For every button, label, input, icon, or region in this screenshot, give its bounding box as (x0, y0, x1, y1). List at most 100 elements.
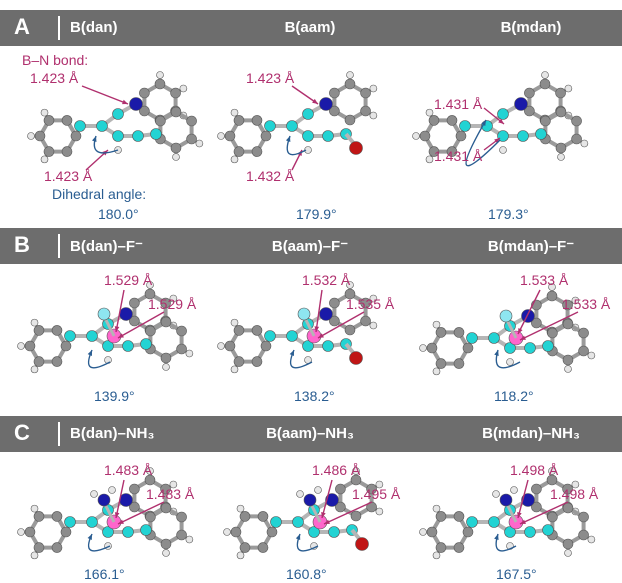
carbon-atom (176, 325, 187, 337)
hydrogen-atom (369, 321, 378, 330)
b1-bond2: 1.529 Å (148, 296, 197, 312)
hydrogen-atom (185, 349, 194, 358)
a3-bond2: 1.431 Å (434, 148, 483, 164)
hydrogen-atom (510, 486, 518, 494)
arrow-head (314, 326, 320, 332)
highlighted-carbon (112, 108, 124, 120)
pointer-arrow (315, 289, 323, 333)
arrow-head (520, 335, 526, 340)
carbon-atom (233, 356, 245, 367)
carbon-atom (366, 483, 377, 495)
hydrogen-atom (146, 281, 154, 289)
carbon-atom (129, 297, 140, 309)
arrow-head (118, 519, 124, 524)
highlighted-carbon (140, 524, 152, 536)
arrow-head (87, 534, 92, 540)
carbon-atom (145, 511, 156, 523)
arrow-head (520, 519, 526, 524)
carbon-atom (329, 87, 340, 99)
carbon-atom (531, 483, 542, 495)
title-b-dan-nh3: B(dan)–NH₃ (70, 425, 155, 442)
highlighted-carbon (524, 342, 536, 354)
nitrogen-atom (325, 493, 339, 507)
hydrogen-atom (27, 132, 35, 140)
carbon-atom (547, 511, 558, 523)
c2-bond1: 1.486 Å (312, 462, 361, 478)
arrow-head (494, 534, 499, 540)
b3-bond1: 1.533 Å (520, 272, 569, 288)
fluorine-atom (499, 309, 513, 323)
highlighted-carbon (86, 330, 98, 342)
dihedral-arrow (465, 119, 501, 167)
highlighted-carbon (86, 516, 98, 528)
carbon-atom (43, 146, 55, 157)
highlighted-carbon (459, 120, 471, 132)
c1-bond1: 1.483 Å (104, 462, 153, 478)
highlighted-carbon (122, 340, 134, 352)
carbon-atom (51, 542, 63, 553)
hydrogen-atom (548, 467, 556, 475)
bond-heading: B–N bond: (22, 52, 89, 68)
hydrogen-atom (30, 365, 39, 374)
hydrogen-atom (304, 146, 312, 154)
carbon-atom (129, 315, 140, 327)
pointer-arrow (321, 479, 333, 519)
carbon-atom (547, 327, 558, 339)
highlighted-carbon (466, 516, 478, 528)
hydrogen-atom (352, 467, 360, 475)
arrow-head (122, 99, 128, 105)
pointer-arrow (519, 501, 569, 525)
carbon-atom (562, 483, 573, 495)
carbon-atom (176, 343, 187, 355)
carbon-atom (160, 483, 171, 495)
carbon-atom (60, 340, 72, 352)
carbon-atom (329, 105, 340, 117)
hydrogen-atom (314, 486, 322, 494)
hydrogen-atom (369, 111, 378, 120)
hydrogen-atom (172, 153, 180, 161)
carbon-atom (426, 342, 438, 354)
nitrogen-atom (319, 97, 333, 111)
carbon-atom (335, 483, 346, 495)
row-c-separator (58, 422, 60, 446)
carbon-atom (562, 502, 574, 514)
carbon-atom (435, 327, 447, 338)
hydrogen-atom (40, 155, 49, 164)
highlighted-carbon (132, 130, 144, 142)
carbon-atom (139, 105, 150, 117)
a2-angle: 179.9° (296, 206, 337, 222)
row-b-separator (58, 234, 60, 258)
carbon-atom (33, 542, 45, 553)
carbon-atom (60, 526, 72, 538)
carbon-atom (260, 340, 272, 352)
hydrogen-atom (557, 153, 565, 161)
hydrogen-atom (369, 294, 378, 303)
carbon-atom (239, 542, 251, 553)
carbon-atom (562, 538, 574, 550)
pointer-arrow (115, 479, 125, 519)
highlighted-carbon (302, 108, 314, 120)
a3-angle: 179.3° (488, 206, 529, 222)
carbon-atom (160, 316, 172, 328)
nitrogen-atom (514, 97, 528, 111)
hydrogen-atom (169, 480, 178, 489)
pointer-arrow (517, 479, 529, 519)
ammonia-nitrogen-atom (499, 493, 513, 507)
carbon-atom (239, 511, 251, 522)
highlighted-carbon (292, 516, 304, 528)
hydrogen-atom (432, 551, 441, 560)
row-b-letter: B (14, 232, 30, 257)
row-a-separator (58, 16, 60, 40)
row-c-header: C B(dan)–NH₃ B(aam)–NH₃ B(mdan)–NH₃ (0, 416, 622, 452)
carbon-atom (145, 325, 156, 337)
c3-angle: 167.5° (496, 566, 537, 582)
carbon-atom (350, 510, 362, 522)
b3-angle: 118.2° (494, 388, 534, 404)
carbon-atom (139, 87, 150, 99)
carbon-atom (360, 297, 371, 309)
c3-bond1: 1.498 Å (510, 462, 559, 478)
carbon-atom (329, 297, 340, 309)
pointer-arrow (517, 289, 541, 335)
carbon-atom (144, 474, 156, 486)
hydrogen-atom (506, 358, 514, 366)
